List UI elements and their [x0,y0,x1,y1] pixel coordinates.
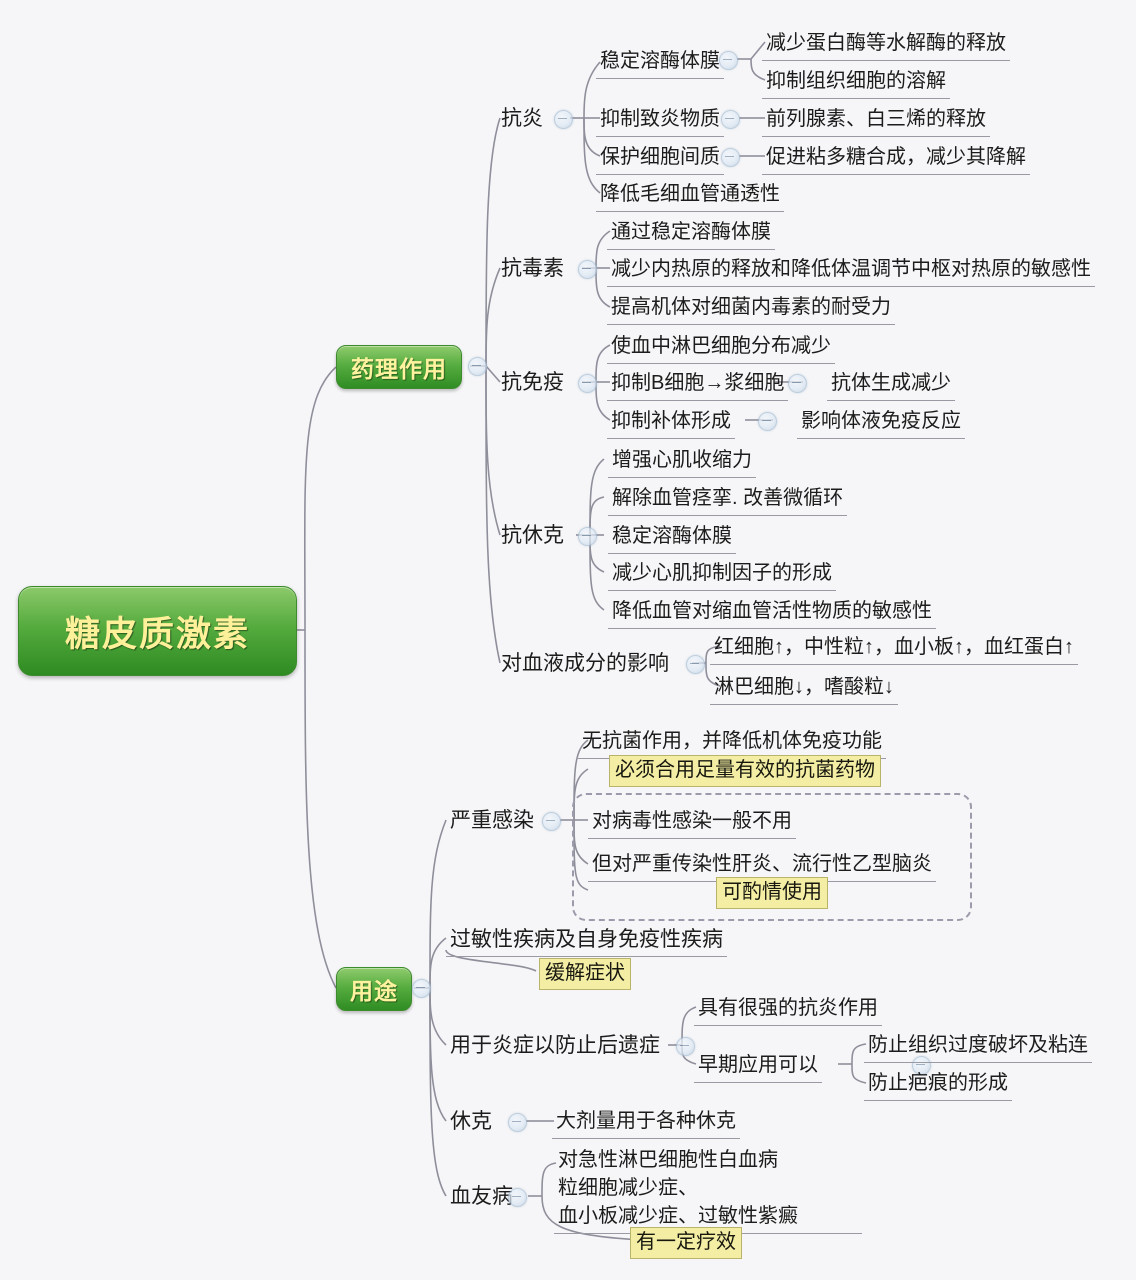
collapse-toggle-icon-severe-infection[interactable] [542,812,561,831]
node-early-application[interactable]: 早期应用可以 [694,1050,822,1083]
node-inflammation-prevent-sequelae[interactable]: 用于炎症以防止后遗症 [450,1034,660,1057]
node-viral-infection-generally-not-used[interactable]: 对病毒性感染一般不用 [588,806,796,839]
node-inhibit-complement-formation[interactable]: 抑制补体形成 [607,406,735,439]
collapse-toggle-icon-antitoxin[interactable] [578,260,597,279]
branch-node-pharmacology[interactable]: 药理作用 [336,345,462,389]
node-antitoxin[interactable]: 抗毒素 [501,257,564,280]
node-inhibit-tissue-cell-lysis[interactable]: 抑制组织细胞的溶解 [762,66,950,99]
node-reduced-antibody-production[interactable]: 抗体生成减少 [827,368,955,401]
node-reduce-endogenous-pyrogen[interactable]: 减少内热原的释放和降低体温调节中枢对热原的敏感性 [607,254,1095,287]
node-must-combine-antibiotics[interactable]: 必须合用足量有效的抗菌药物 [609,755,881,787]
collapse-toggle-icon-early-application[interactable] [912,1056,931,1075]
node-promote-mucopolysaccharide[interactable]: 促进粘多糖合成，减少其降解 [762,142,1030,175]
node-inhibit-inflammatory-substances[interactable]: 抑制致炎物质 [596,104,724,137]
node-severe-infection[interactable]: 严重感染 [450,809,534,832]
node-relieve-vasospasm[interactable]: 解除血管痉挛. 改善微循环 [608,483,848,516]
node-leukemia-thrombocytopenia-purpura[interactable]: 对急性淋巴细胞性白血病粒细胞减少症、血小板减少症、过敏性紫癜 [554,1144,862,1234]
collapse-toggle-icon-shock[interactable] [508,1113,527,1132]
node-may-use-as-appropriate[interactable]: 可酌情使用 [716,877,828,909]
collapse-toggle-icon-hemophilia[interactable] [508,1188,527,1207]
collapse-toggle-icon-antishock[interactable] [578,527,597,546]
node-antiinflammatory[interactable]: 抗炎 [501,107,543,130]
collapse-toggle-icon-antiimmune[interactable] [578,374,597,393]
collapse-toggle-icon-antiinflammatory[interactable] [554,110,573,129]
node-shock[interactable]: 休克 [450,1110,492,1133]
node-enhance-myocardial-contractility[interactable]: 增强心肌收缩力 [608,445,756,478]
collapse-toggle-icon-uses[interactable] [412,979,431,998]
node-prostaglandin-leukotriene-release[interactable]: 前列腺素、白三烯的释放 [762,104,990,137]
node-reduce-vascular-sensitivity[interactable]: 降低血管对缩血管活性物质的敏感性 [608,596,936,629]
node-increase-endotoxin-tolerance[interactable]: 提高机体对细菌内毒素的耐受力 [607,292,895,325]
collapse-toggle-icon-complement[interactable] [758,412,777,431]
node-hemophilia[interactable]: 血友病 [450,1185,513,1208]
root-node[interactable]: 糖皮质激素 [18,586,297,676]
node-antiimmune[interactable]: 抗免疫 [501,371,564,394]
node-prevent-scar-formation[interactable]: 防止疤痕的形成 [864,1068,1012,1101]
collapse-toggle-icon-b-cell[interactable] [788,374,807,393]
collapse-toggle-icon-inhibit-inflammatory[interactable] [721,110,740,129]
collapse-toggle-icon-pharmacology[interactable] [468,357,487,376]
node-blood-composition-effect[interactable]: 对血液成分的影响 [501,652,669,675]
node-allergic-autoimmune-diseases[interactable]: 过敏性疾病及自身免疫性疾病 [446,924,727,957]
collapse-toggle-icon-blood-composition[interactable] [686,655,705,674]
node-stabilize-lysosome-membrane-shock[interactable]: 稳定溶酶体膜 [608,521,736,554]
node-antishock[interactable]: 抗休克 [501,524,564,547]
node-blood-decrease-list[interactable]: 淋巴细胞↓，嗜酸粒↓ [710,672,898,705]
node-protect-intercellular-matrix[interactable]: 保护细胞间质 [596,142,724,175]
node-strong-antiinflammatory-action[interactable]: 具有很强的抗炎作用 [694,993,882,1026]
node-reduce-myocardial-depressant-factor[interactable]: 减少心肌抑制因子的形成 [608,558,836,591]
collapse-toggle-icon-stabilize-lysosome[interactable] [719,51,738,70]
node-stabilize-lysosome-membrane[interactable]: 稳定溶酶体膜 [596,46,724,79]
node-affect-humoral-immunity[interactable]: 影响体液免疫反应 [797,406,965,439]
collapse-toggle-icon-protect-matrix[interactable] [721,148,740,167]
branch-node-uses[interactable]: 用途 [336,967,412,1011]
node-inhibit-b-cell-plasma-cell[interactable]: 抑制B细胞→浆细胞 [607,368,789,401]
dashed-group-box-viral-infection [572,793,972,921]
node-prevent-tissue-damage-adhesion[interactable]: 防止组织过度破坏及粘连 [864,1030,1092,1063]
node-reduce-capillary-permeability[interactable]: 降低毛细血管通透性 [596,179,784,212]
node-blood-increase-list[interactable]: 红细胞↑，中性粒↑，血小板↑，血红蛋白↑ [710,632,1078,665]
node-high-dose-for-shock[interactable]: 大剂量用于各种休克 [552,1106,740,1139]
node-relieve-symptoms[interactable]: 缓解症状 [539,958,631,990]
node-via-stabilizing-lysosome[interactable]: 通过稳定溶酶体膜 [607,217,775,250]
node-reduce-protease-release[interactable]: 减少蛋白酶等水解酶的释放 [762,28,1010,61]
collapse-toggle-icon-inflammation-sequelae[interactable] [676,1037,695,1056]
node-reduce-blood-lymphocytes[interactable]: 使血中淋巴细胞分布减少 [607,331,835,364]
node-has-certain-efficacy[interactable]: 有一定疗效 [630,1227,742,1259]
